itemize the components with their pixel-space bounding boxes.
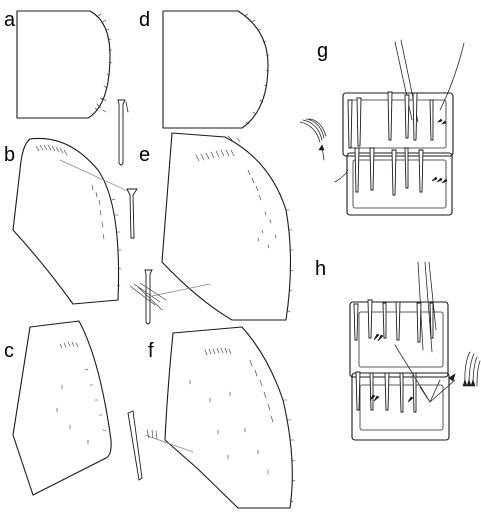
panel-e-seta-detail [129, 269, 167, 325]
panel-d-sclerite [162, 10, 270, 129]
panel-g-detail-inset [299, 118, 349, 183]
panel-g-segments [342, 39, 465, 216]
panel-h-detail-inset [462, 351, 481, 387]
panel-a-sclerite [16, 10, 113, 119]
panel-label-f: f [148, 340, 154, 362]
panel-label-h: h [315, 258, 326, 280]
panel-b-tergite [12, 137, 131, 305]
panel-label-d: d [139, 9, 150, 31]
panel-label-c: c [4, 340, 14, 362]
panel-c-sclerite [12, 320, 112, 496]
panel-label-b: b [4, 144, 15, 166]
panel-b-seta-detail [126, 188, 138, 239]
panel-f-tergite [144, 326, 296, 509]
panel-f-seta-detail [127, 410, 158, 481]
panel-label-e: e [139, 144, 150, 166]
panel-h-segments [349, 261, 456, 441]
panel-label-a: a [4, 9, 16, 31]
panel-a-seta-detail [117, 99, 129, 166]
panel-e-tergite [151, 132, 294, 321]
panel-label-g: g [317, 40, 328, 62]
